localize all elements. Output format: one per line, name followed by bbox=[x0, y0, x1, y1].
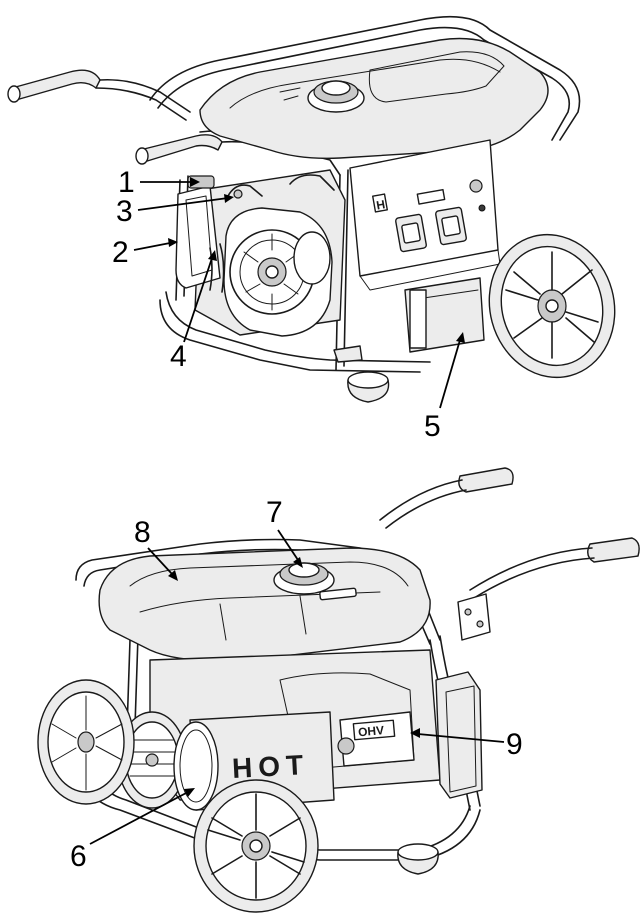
side-control-box bbox=[435, 671, 483, 799]
rubber-foot-front bbox=[347, 371, 390, 403]
callout-7: 7 bbox=[266, 496, 303, 568]
callout-8: 8 bbox=[134, 516, 178, 581]
fuel-tank bbox=[199, 37, 549, 159]
hot-warning-label: HOT bbox=[231, 749, 310, 784]
engine-body bbox=[194, 169, 346, 337]
generator-rear-view: OHV HOT bbox=[37, 467, 640, 913]
svg-text:2: 2 bbox=[112, 236, 129, 269]
handle-bar-left bbox=[7, 69, 223, 165]
svg-text:1: 1 bbox=[118, 166, 135, 199]
muffler-cover: HOT bbox=[189, 711, 335, 811]
svg-text:8: 8 bbox=[134, 516, 151, 549]
callout-9: 9 bbox=[410, 728, 523, 761]
callout-5: 5 bbox=[424, 332, 465, 443]
ohv-label: OHV bbox=[358, 723, 385, 739]
svg-text:6: 6 bbox=[70, 840, 87, 873]
svg-text:7: 7 bbox=[266, 496, 283, 529]
control-panel: H bbox=[349, 139, 501, 291]
svg-text:3: 3 bbox=[116, 195, 133, 228]
wheel bbox=[488, 233, 616, 379]
callout-2: 2 bbox=[112, 236, 178, 269]
wheel-rear-left bbox=[37, 679, 135, 805]
generator-front-view: H bbox=[7, 15, 616, 443]
rubber-foot-rear bbox=[333, 345, 363, 363]
svg-text:9: 9 bbox=[506, 728, 523, 761]
svg-text:H: H bbox=[375, 197, 386, 212]
base-tray bbox=[404, 277, 485, 353]
callout-4: 4 bbox=[170, 250, 217, 373]
fuel-valve bbox=[209, 184, 263, 293]
svg-text:5: 5 bbox=[424, 410, 441, 443]
alternator-cover bbox=[117, 711, 219, 811]
handle-bar-right bbox=[379, 467, 640, 599]
callout-1: 1 bbox=[118, 166, 200, 199]
callout-3: 3 bbox=[116, 194, 234, 228]
air-filter-housing bbox=[175, 175, 221, 289]
svg-text:4: 4 bbox=[170, 340, 187, 373]
fuel-tank-rear bbox=[98, 547, 431, 662]
rubber-foot-rear-right bbox=[397, 843, 439, 875]
wheel-front bbox=[193, 779, 319, 913]
callout-6: 6 bbox=[70, 788, 195, 873]
